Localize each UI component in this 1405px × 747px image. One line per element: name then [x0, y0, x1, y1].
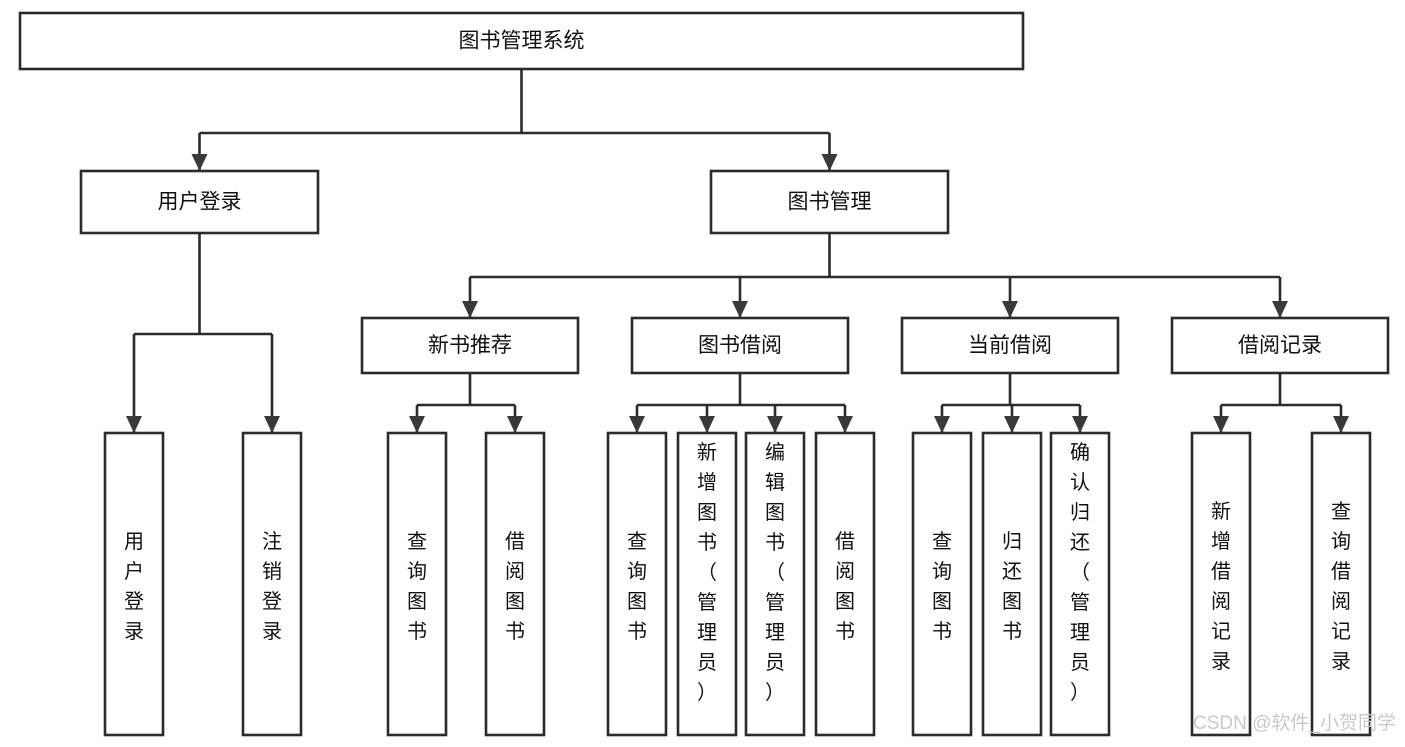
arrow-head-icon [934, 416, 950, 433]
node-new-book-recommend[interactable]: 新书推荐 [360, 316, 580, 375]
node-leaf-borrow-book-1-rect[interactable] [484, 431, 546, 737]
arrow-head-icon [409, 416, 425, 433]
node-leaf-user-login[interactable]: 用户登录 [103, 431, 165, 737]
node-book-manage[interactable]: 图书管理 [709, 169, 950, 235]
node-user-login-label: 用户登录 [158, 191, 242, 214]
node-leaf-edit-book-admin-rect[interactable] [744, 431, 806, 737]
node-leaf-query-book-1[interactable]: 查询图书 [386, 431, 448, 737]
node-user-login-rect[interactable] [79, 169, 320, 235]
arrow-head-icon [821, 154, 838, 171]
arrow-head-icon [1272, 301, 1288, 318]
node-leaf-logout-login-rect[interactable] [241, 431, 303, 737]
node-leaf-edit-book-admin-label: 编辑图书（管理员） [765, 441, 785, 704]
node-current-borrow-rect[interactable] [900, 316, 1120, 375]
arrow-head-icon [699, 416, 715, 433]
node-leaf-user-login-label: 用户登录 [124, 531, 144, 643]
node-borrow-record[interactable]: 借阅记录 [1170, 316, 1390, 375]
node-leaf-add-book-admin-label: 新增图书（管理员） [697, 441, 717, 704]
node-leaf-add-book-admin[interactable]: 新增图书（管理员） [676, 431, 738, 737]
arrow-head-icon [264, 416, 280, 433]
node-leaf-logout-login-label: 注销登录 [262, 530, 282, 643]
node-leaf-borrow-book-2-label: 借阅图书 [835, 530, 855, 643]
node-root[interactable]: 图书管理系统 [18, 11, 1025, 71]
arrow-head-icon [462, 301, 478, 318]
node-book-borrow[interactable]: 图书借阅 [630, 316, 850, 375]
node-leaf-borrow-book-1[interactable]: 借阅图书 [484, 431, 546, 737]
node-leaf-query-book-2-label: 查询图书 [627, 530, 647, 643]
node-leaf-borrow-book-2[interactable]: 借阅图书 [814, 431, 876, 737]
connectors-layer [126, 69, 1349, 433]
node-leaf-query-book-1-label: 查询图书 [407, 530, 427, 643]
node-leaf-add-borrow-record[interactable]: 新增借阅记录 [1190, 431, 1252, 737]
node-leaf-query-book-3[interactable]: 查询图书 [911, 431, 973, 737]
node-new-book-recommend-rect[interactable] [360, 316, 580, 375]
node-leaf-confirm-return-admin[interactable]: 确认归还（管理员） [1049, 431, 1111, 737]
node-leaf-logout-login[interactable]: 注销登录 [241, 431, 303, 737]
node-leaf-query-book-1-rect[interactable] [386, 431, 448, 737]
node-leaf-query-book-2-rect[interactable] [606, 431, 668, 737]
node-leaf-query-book-2[interactable]: 查询图书 [606, 431, 668, 737]
node-leaf-query-borrow-record-label: 查询借阅记录 [1331, 500, 1351, 673]
node-new-book-recommend-label: 新书推荐 [428, 334, 512, 357]
node-book-manage-rect[interactable] [709, 169, 950, 235]
arrow-head-icon [1072, 416, 1088, 433]
node-leaf-query-borrow-record-rect[interactable] [1310, 431, 1372, 737]
node-current-borrow[interactable]: 当前借阅 [900, 316, 1120, 375]
node-leaf-add-borrow-record-label: 新增借阅记录 [1211, 500, 1231, 673]
node-leaf-query-borrow-record[interactable]: 查询借阅记录 [1310, 431, 1372, 737]
node-leaf-borrow-book-1-label: 借阅图书 [505, 530, 525, 643]
node-leaf-query-book-3-rect[interactable] [911, 431, 973, 737]
node-current-borrow-label: 当前借阅 [968, 334, 1052, 357]
node-borrow-record-label: 借阅记录 [1238, 334, 1322, 357]
arrow-head-icon [767, 416, 783, 433]
node-leaf-confirm-return-admin-rect[interactable] [1049, 431, 1111, 737]
node-leaf-user-login-rect[interactable] [103, 431, 165, 737]
arrow-head-icon [837, 416, 853, 433]
node-leaf-borrow-book-2-rect[interactable] [814, 431, 876, 737]
nodes-layer: 图书管理系统用户登录图书管理新书推荐图书借阅当前借阅借阅记录用户登录注销登录查询… [18, 11, 1390, 737]
watermark-label: CSDN @软件_小贺同学 [1193, 712, 1396, 734]
arrow-head-icon [629, 416, 645, 433]
node-root-label: 图书管理系统 [459, 30, 585, 53]
node-leaf-query-book-3-label: 查询图书 [932, 530, 952, 643]
arrow-head-icon [507, 416, 523, 433]
arrow-head-icon [1004, 416, 1020, 433]
arrow-head-icon [1002, 301, 1018, 318]
arrow-head-icon [126, 416, 142, 433]
node-root-rect[interactable] [18, 11, 1025, 71]
node-book-manage-label: 图书管理 [788, 191, 872, 214]
node-leaf-edit-book-admin[interactable]: 编辑图书（管理员） [744, 431, 806, 737]
arrow-head-icon [1213, 416, 1229, 433]
arrow-head-icon [732, 301, 748, 318]
node-book-borrow-label: 图书借阅 [698, 334, 782, 357]
node-borrow-record-rect[interactable] [1170, 316, 1390, 375]
node-leaf-return-book-label: 归还图书 [1002, 530, 1022, 643]
node-leaf-confirm-return-admin-label: 确认归还（管理员） [1070, 441, 1090, 704]
node-book-borrow-rect[interactable] [630, 316, 850, 375]
node-leaf-add-book-admin-rect[interactable] [676, 431, 738, 737]
arrow-head-icon [1333, 416, 1349, 433]
node-leaf-return-book-rect[interactable] [981, 431, 1043, 737]
node-leaf-add-borrow-record-rect[interactable] [1190, 431, 1252, 737]
node-user-login[interactable]: 用户登录 [79, 169, 320, 235]
arrow-head-icon [191, 154, 208, 171]
node-leaf-return-book[interactable]: 归还图书 [981, 431, 1043, 737]
